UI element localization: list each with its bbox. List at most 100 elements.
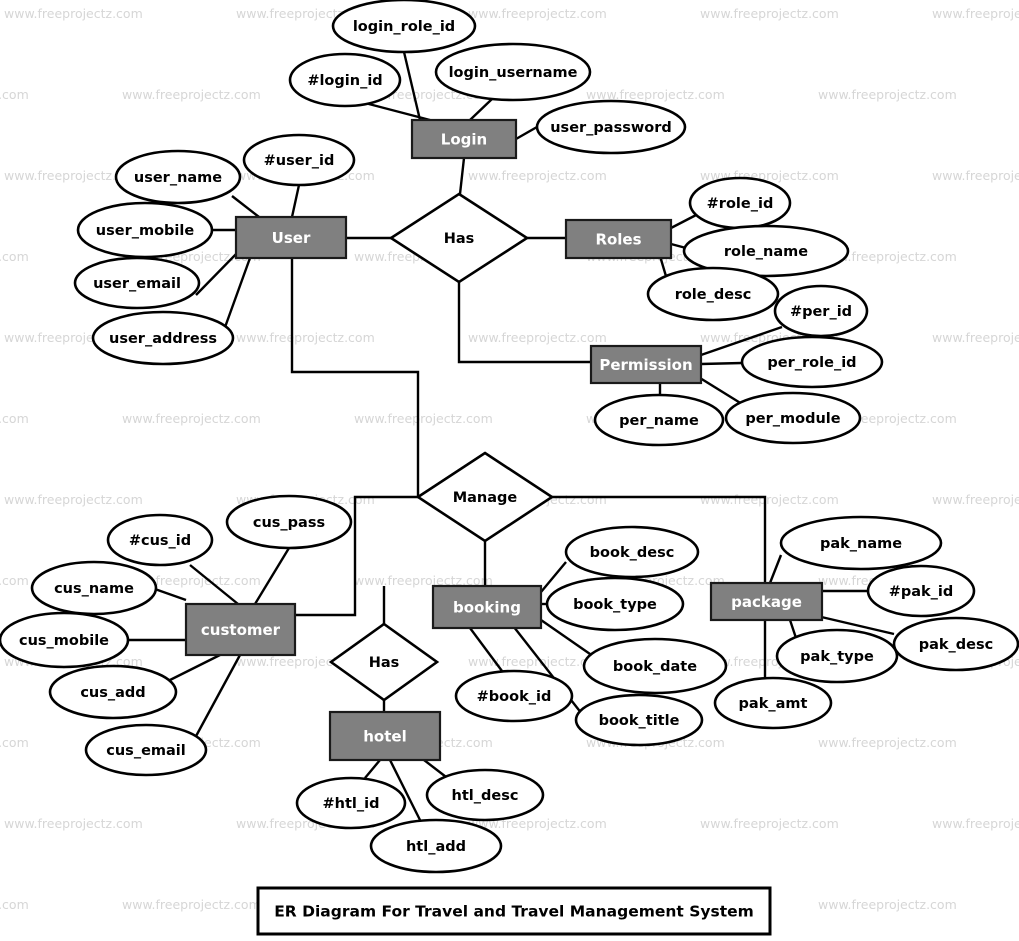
attribute-ellipse <box>91 310 235 366</box>
attribute-ellipse <box>225 494 353 550</box>
connector-line <box>469 98 493 121</box>
watermark-text: www.freeprojectz.com <box>700 492 839 507</box>
connector-line <box>700 325 783 357</box>
attribute-ellipse <box>574 693 704 747</box>
attribute-user_address[interactable]: user_address <box>91 310 235 366</box>
attribute-login_id[interactable]: #login_id <box>288 52 402 108</box>
watermark-text: www.freeprojectz.com <box>932 816 1019 831</box>
diagram-caption: ER Diagram For Travel and Travel Managem… <box>256 886 772 936</box>
relationship-label: Manage <box>453 490 518 506</box>
attribute-pak_id[interactable]: #pak_id <box>866 564 976 618</box>
attribute-per_name[interactable]: per_name <box>593 393 725 447</box>
entity-box <box>328 710 442 762</box>
entity-customer[interactable]: customer <box>184 602 297 657</box>
connector-line <box>458 157 466 195</box>
attribute-label: htl_desc <box>452 788 519 804</box>
watermark-text: www.freeprojectz.com <box>932 168 1019 183</box>
attribute-book_desc[interactable]: book_desc <box>564 525 700 579</box>
attribute-user_email[interactable]: user_email <box>73 256 201 310</box>
attribute-htl_id[interactable]: #htl_id <box>295 776 407 830</box>
watermark-text: www.freeprojectz.com <box>0 411 29 426</box>
attribute-label: #cus_id <box>129 533 191 549</box>
attribute-user_name[interactable]: user_name <box>114 149 242 205</box>
attribute-label: cus_pass <box>253 515 325 531</box>
watermark-text: www.freeprojectz.com <box>4 816 143 831</box>
attribute-cus_add[interactable]: cus_add <box>48 664 178 720</box>
attribute-login_role_id[interactable]: login_role_id <box>331 0 477 54</box>
entity-hotel[interactable]: hotel <box>328 710 442 762</box>
attribute-user_id[interactable]: #user_id <box>242 133 356 187</box>
attribute-label: #login_id <box>307 73 382 89</box>
entity-permission[interactable]: Permission <box>589 344 703 385</box>
connector-line <box>189 564 239 605</box>
attribute-pak_type[interactable]: pak_type <box>775 628 899 684</box>
entity-user[interactable]: User <box>234 215 348 260</box>
attribute-cus_name[interactable]: cus_name <box>30 560 158 616</box>
attribute-user_mobile[interactable]: user_mobile <box>76 201 214 259</box>
attribute-label: user_email <box>93 276 181 292</box>
attribute-label: book_type <box>573 597 657 613</box>
attribute-cus_pass[interactable]: cus_pass <box>225 494 353 550</box>
attribute-per_id[interactable]: #per_id <box>773 284 869 338</box>
attribute-ellipse <box>646 266 780 322</box>
attribute-label: book_date <box>613 659 697 675</box>
attribute-pak_amt[interactable]: pak_amt <box>713 676 833 730</box>
watermark-text: www.freeprojectz.com <box>468 168 607 183</box>
connector-line <box>195 249 241 296</box>
connector-line <box>469 627 503 672</box>
connector-line <box>540 561 567 593</box>
attribute-label: #per_id <box>790 304 852 320</box>
attribute-cus_mobile[interactable]: cus_mobile <box>0 611 130 669</box>
attribute-label: role_name <box>724 244 808 260</box>
connector-line <box>457 282 591 364</box>
entity-label: Permission <box>599 356 692 374</box>
attribute-book_date[interactable]: book_date <box>582 637 728 695</box>
attribute-book_title[interactable]: book_title <box>574 693 704 747</box>
attribute-label: cus_add <box>80 685 145 701</box>
relationship-manage[interactable]: Manage <box>415 451 555 543</box>
entity-box <box>410 118 518 160</box>
attribute-role_name[interactable]: role_name <box>682 224 850 278</box>
connector-line <box>364 101 431 122</box>
entity-roles[interactable]: Roles <box>564 218 673 260</box>
connector-line <box>290 258 420 497</box>
relationship-has-login[interactable]: Has <box>388 192 530 284</box>
attribute-label: user_address <box>109 331 217 347</box>
attribute-label: book_title <box>599 713 680 729</box>
entity-booking[interactable]: booking <box>431 584 543 630</box>
attribute-role_desc[interactable]: role_desc <box>646 266 780 322</box>
attribute-htl_desc[interactable]: htl_desc <box>425 768 545 822</box>
attribute-login_username[interactable]: login_username <box>434 42 592 102</box>
entity-label: User <box>272 229 311 247</box>
watermark-text: www.freeprojectz.com <box>0 897 29 912</box>
attribute-per_module[interactable]: per_module <box>724 391 862 445</box>
attribute-cus_id[interactable]: #cus_id <box>106 513 214 567</box>
entity-package[interactable]: package <box>709 581 824 622</box>
attribute-book_id[interactable]: #book_id <box>454 669 574 723</box>
attribute-per_role_id[interactable]: per_role_id <box>740 335 884 389</box>
attribute-book_type[interactable]: book_type <box>545 576 685 632</box>
attribute-label: pak_type <box>800 649 874 665</box>
attribute-ellipse <box>892 616 1019 672</box>
attribute-ellipse <box>30 560 158 616</box>
attribute-label: login_role_id <box>353 19 455 35</box>
attribute-label: pak_amt <box>739 696 808 712</box>
attribute-pak_desc[interactable]: pak_desc <box>892 616 1019 672</box>
attribute-ellipse <box>288 52 402 108</box>
attribute-label: per_module <box>745 411 840 427</box>
watermark-text: www.freeprojectz.com <box>4 6 143 21</box>
watermark-text: www.freeprojectz.com <box>0 735 29 750</box>
attribute-user_password[interactable]: user_password <box>535 99 687 155</box>
connector-line <box>295 495 418 617</box>
attribute-htl_add[interactable]: htl_add <box>369 818 503 874</box>
attribute-ellipse <box>593 393 725 447</box>
attribute-role_id[interactable]: #role_id <box>688 176 792 230</box>
attribute-ellipse <box>564 525 700 579</box>
relationship-has-hotel[interactable]: Has <box>328 622 440 702</box>
attribute-pak_name[interactable]: pak_name <box>779 515 943 571</box>
entity-box <box>589 344 703 385</box>
connector-line <box>402 51 422 121</box>
attribute-cus_email[interactable]: cus_email <box>84 723 208 777</box>
entity-login[interactable]: Login <box>410 118 518 160</box>
